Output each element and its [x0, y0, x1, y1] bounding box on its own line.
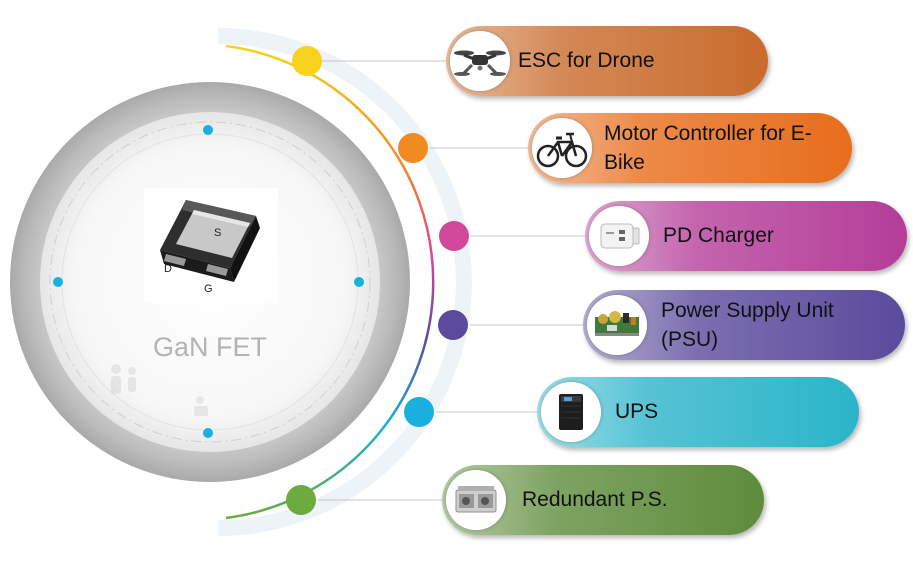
pill-label-ups: UPS [615, 400, 659, 423]
ring-dot-left [53, 277, 63, 287]
ebike-icon [532, 118, 592, 178]
chip-icon: S D G [160, 200, 260, 295]
drone-icon [450, 31, 510, 91]
arc-dots [286, 46, 469, 515]
ring-dot-bottom [203, 428, 213, 438]
pill-label-pd-charger: PD Charger [663, 224, 774, 247]
arc-dot-4 [438, 310, 468, 340]
application-pill-psu[interactable]: Power Supply Unit (PSU) [583, 290, 905, 360]
gan-fet-chip-image: S D G [144, 188, 278, 303]
arc-dot-2 [398, 133, 428, 163]
pill-label-psu: Power Supply Unit (PSU) [661, 299, 834, 351]
pill-label-redundant-ps: Redundant P.S. [522, 488, 668, 511]
application-pill-ups[interactable]: UPS [537, 377, 859, 447]
drain-pin-label: D [164, 263, 172, 275]
arc-dot-1 [292, 46, 322, 76]
application-arc [225, 44, 435, 520]
charger-icon [589, 206, 649, 266]
pill-label-motor-controller: Motor Controller for E-Bike [604, 122, 812, 174]
arc-dot-6 [286, 485, 316, 515]
application-pill-esc-drone[interactable]: ESC for Drone [446, 26, 768, 96]
ring-dot-right [354, 277, 364, 287]
arc-dot-5 [404, 397, 434, 427]
application-pill-pd-charger[interactable]: PD Charger [585, 201, 907, 271]
source-pin-label: S [214, 227, 221, 239]
application-pill-motor-controller[interactable]: Motor Controller for E-Bike [528, 113, 852, 183]
gate-pin-label: G [204, 283, 213, 295]
dashed-ring [49, 121, 371, 443]
center-title: GaN FET [152, 332, 267, 362]
arc-dot-3 [439, 221, 469, 251]
decorative-people-icon [111, 364, 208, 416]
psu-icon [587, 295, 647, 355]
redundant-ps-icon [446, 470, 506, 530]
ups-icon [541, 382, 601, 442]
ring-dot-top [203, 125, 213, 135]
halo-arc [217, 28, 472, 536]
application-pill-redundant-ps[interactable]: Redundant P.S. [442, 465, 764, 535]
pill-label-esc-drone: ESC for Drone [518, 49, 655, 72]
